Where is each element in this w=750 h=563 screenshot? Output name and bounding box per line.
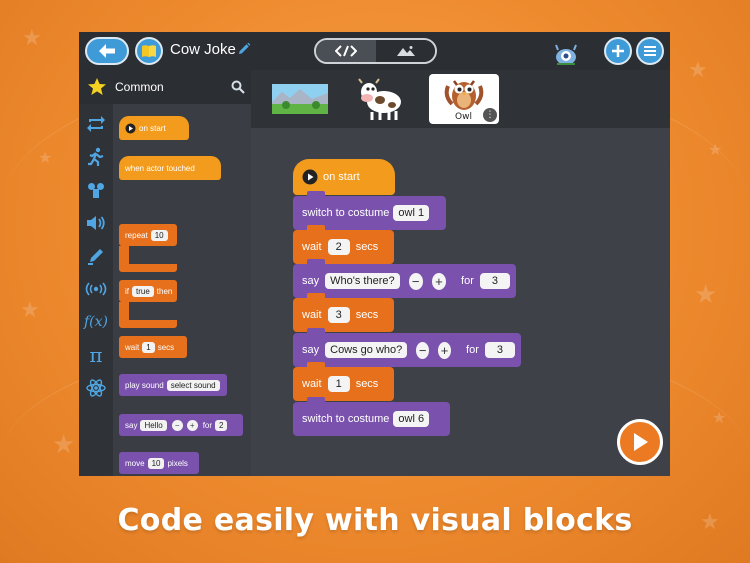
speaker-icon[interactable] [79, 208, 113, 238]
loop-icon[interactable] [79, 109, 113, 139]
background-star-icon: ★ [688, 58, 708, 83]
atom-icon[interactable] [79, 373, 113, 403]
play-circle-icon [302, 169, 318, 185]
owl-sprite [444, 80, 484, 110]
block-notch [307, 191, 325, 197]
scene-view-tab[interactable] [376, 40, 435, 62]
play-button[interactable] [617, 419, 663, 465]
background-star-icon: ★ [20, 298, 40, 323]
hamburger-icon [644, 46, 656, 56]
marketing-tagline: Code easily with visual blocks [117, 503, 633, 538]
background-star-icon: ★ [38, 148, 53, 167]
block-notch [307, 328, 325, 334]
more-options-icon[interactable]: ⋮ [483, 108, 497, 122]
background-star-icon: ★ [22, 26, 42, 51]
background-star-icon: ★ [694, 280, 718, 310]
minus-icon[interactable]: − [408, 272, 423, 290]
running-figure-icon[interactable] [79, 142, 113, 172]
block-notch [307, 293, 325, 299]
minus-icon[interactable]: − [171, 419, 183, 431]
actor-cow[interactable] [347, 74, 417, 124]
pen-icon[interactable] [79, 241, 113, 271]
actor-owl-label: Owl [453, 112, 474, 122]
view-toggle [314, 38, 437, 64]
plus-icon[interactable]: + [431, 272, 447, 290]
arrow-left-icon [99, 44, 115, 58]
minus-icon[interactable]: − [416, 341, 430, 359]
code-brackets-icon [335, 45, 357, 57]
add-button[interactable] [604, 37, 632, 65]
palette-repeat-block-body [119, 246, 129, 264]
code-view-tab[interactable] [316, 40, 376, 62]
background-star-icon: ★ [708, 140, 723, 159]
play-icon [634, 433, 648, 451]
plus-icon[interactable]: + [186, 419, 198, 431]
app-window: Cow Joke [79, 32, 670, 476]
function-icon[interactable]: f(x) [83, 314, 108, 330]
palette-if-block-body [119, 302, 129, 320]
debug-monster-icon[interactable] [553, 44, 579, 66]
background-scene-thumbnail [272, 84, 328, 114]
category-rail: f(x) π [79, 104, 113, 476]
top-toolbar: Cow Joke [79, 32, 670, 70]
palette-on-start-block[interactable]: on start [119, 116, 189, 140]
broadcast-icon[interactable] [79, 274, 113, 304]
palette-repeat-block-foot [119, 264, 177, 272]
on-start-block[interactable]: on start [293, 159, 395, 195]
block-notch [307, 397, 325, 403]
menu-button[interactable] [636, 37, 664, 65]
star-icon[interactable] [87, 77, 107, 97]
background-star-icon: ★ [712, 408, 727, 427]
play-circle-icon [125, 123, 136, 133]
project-title[interactable]: Cow Joke [170, 41, 236, 58]
actor-owl-selected[interactable]: Owl ⋮ [429, 74, 499, 124]
actor-background[interactable] [265, 74, 335, 124]
pencil-icon[interactable] [237, 42, 251, 56]
book-icon [142, 45, 156, 57]
block-notch [307, 225, 325, 231]
back-button[interactable] [85, 37, 129, 65]
plus-icon[interactable]: + [438, 341, 452, 359]
project-book-button[interactable] [135, 37, 163, 65]
palette-when-actor-touched-block[interactable]: when actor touched [119, 156, 221, 180]
block-notch [307, 259, 325, 265]
search-icon[interactable] [231, 80, 245, 94]
landscape-icon [396, 46, 415, 56]
cow-sprite [358, 78, 401, 120]
pi-icon[interactable]: π [89, 343, 103, 367]
background-star-icon: ★ [700, 510, 720, 535]
block-notch [307, 362, 325, 368]
category-title: Common [115, 80, 164, 94]
category-header: Common [79, 70, 251, 104]
background-star-icon: ★ [52, 430, 76, 460]
plus-icon [612, 45, 624, 57]
controls-icon[interactable] [79, 175, 113, 205]
palette-if-block-foot [119, 320, 177, 328]
actor-strip: Owl ⋮ [251, 70, 670, 128]
